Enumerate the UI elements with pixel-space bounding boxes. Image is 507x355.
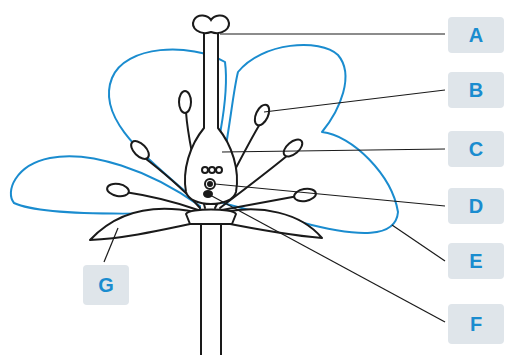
pistil	[185, 30, 237, 204]
callout-letter: C	[448, 131, 504, 167]
ovule	[209, 167, 215, 173]
leader-line	[210, 195, 445, 322]
ovule	[216, 167, 222, 173]
anther	[179, 91, 191, 113]
leader-line	[220, 33, 445, 34]
anther	[252, 102, 272, 127]
receptacle	[186, 210, 236, 225]
sepal	[90, 209, 200, 240]
callout-letter: D	[448, 188, 504, 224]
leader-line	[222, 149, 445, 152]
leader-line	[264, 90, 445, 112]
callout-letter: A	[448, 17, 504, 53]
ovule	[208, 182, 212, 186]
petal	[215, 45, 398, 233]
stalk	[201, 220, 221, 355]
anther	[281, 136, 306, 159]
callout-letter: G	[83, 265, 129, 305]
callout-letter: B	[448, 72, 504, 108]
callout-letter: E	[448, 243, 504, 279]
stigma	[193, 15, 229, 33]
anther	[128, 138, 152, 162]
leader-line	[392, 225, 445, 261]
petal	[11, 156, 200, 213]
leader-line	[215, 184, 445, 206]
anther	[106, 182, 130, 198]
ovule	[202, 167, 208, 173]
anther	[293, 187, 317, 203]
ovule	[205, 179, 215, 189]
leader-line	[104, 228, 118, 262]
callout-letter: F	[448, 304, 504, 344]
